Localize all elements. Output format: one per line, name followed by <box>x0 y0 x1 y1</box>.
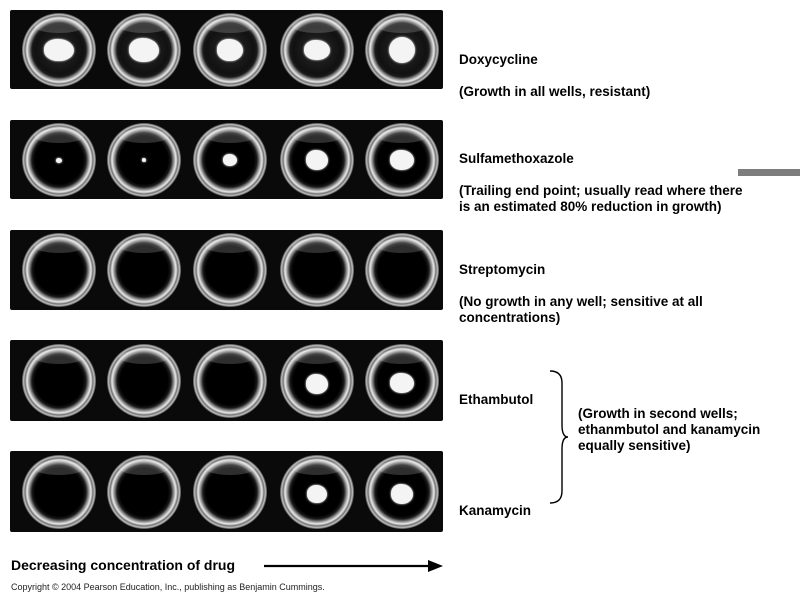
well <box>107 122 181 197</box>
bracket-note: (Growth in second wells; ethanmbutol and… <box>578 406 761 453</box>
growth-pellet <box>390 372 414 393</box>
drug-name: Kanamycin <box>459 503 532 518</box>
well <box>280 233 354 307</box>
well <box>22 454 96 529</box>
growth-pellet <box>307 484 327 503</box>
growth-pellet <box>304 39 330 60</box>
label-streptomycin: Streptomycin (No growth in any well; sen… <box>459 246 703 326</box>
well <box>22 233 96 307</box>
label-kanamycin: Kanamycin <box>459 487 531 535</box>
well <box>365 122 439 197</box>
drug-name: Streptomycin <box>459 262 546 277</box>
well <box>107 233 181 307</box>
drug-note: (No growth in any well; sensitive at all… <box>459 294 703 325</box>
well <box>193 233 267 307</box>
well <box>365 12 439 87</box>
well <box>107 343 181 418</box>
well <box>107 454 181 529</box>
well <box>365 343 439 418</box>
growth-pellet <box>142 157 146 162</box>
label-ethambutol: Ethambutol <box>459 376 533 424</box>
drug-name: Ethambutol <box>459 392 534 407</box>
well-strip-doxycycline <box>10 10 443 89</box>
well <box>107 12 181 87</box>
growth-pellet <box>306 149 328 170</box>
concentration-axis-label: Decreasing concentration of drug <box>11 557 236 573</box>
growth-pellet <box>389 36 415 63</box>
well <box>193 12 267 87</box>
well-strip-ethambutol <box>10 340 443 421</box>
well <box>280 122 354 197</box>
well <box>22 122 96 197</box>
well-strip-sulfamethoxazole <box>10 120 443 199</box>
growth-pellet <box>129 37 159 62</box>
well <box>365 454 439 529</box>
marker-bar <box>738 169 800 176</box>
label-sulfamethoxazole: Sulfamethoxazole (Trailing end point; us… <box>459 135 743 215</box>
well <box>193 454 267 529</box>
well <box>22 12 96 87</box>
well-strip-streptomycin <box>10 230 443 310</box>
drug-note: (Growth in all wells, resistant) <box>459 84 651 99</box>
right-brace <box>549 370 569 504</box>
drug-name: Sulfamethoxazole <box>459 151 574 166</box>
copyright-notice: Copyright © 2004 Pearson Education, Inc.… <box>11 582 325 592</box>
well-strip-kanamycin <box>10 451 443 532</box>
well <box>193 343 267 418</box>
growth-pellet <box>390 149 414 170</box>
right-arrow-icon <box>264 560 443 572</box>
growth-pellet <box>56 157 62 163</box>
growth-pellet <box>223 153 237 166</box>
well <box>280 343 354 418</box>
drug-name: Doxycycline <box>459 52 538 67</box>
well <box>193 122 267 197</box>
well <box>280 12 354 87</box>
well <box>365 233 439 307</box>
well <box>280 454 354 529</box>
growth-pellet <box>217 38 243 61</box>
growth-pellet <box>391 483 413 504</box>
growth-pellet <box>306 373 328 394</box>
drug-note: (Trailing end point; usually read where … <box>459 183 743 214</box>
label-doxycycline: Doxycycline (Growth in all wells, resist… <box>459 36 650 100</box>
growth-pellet <box>44 38 74 61</box>
well <box>22 343 96 418</box>
